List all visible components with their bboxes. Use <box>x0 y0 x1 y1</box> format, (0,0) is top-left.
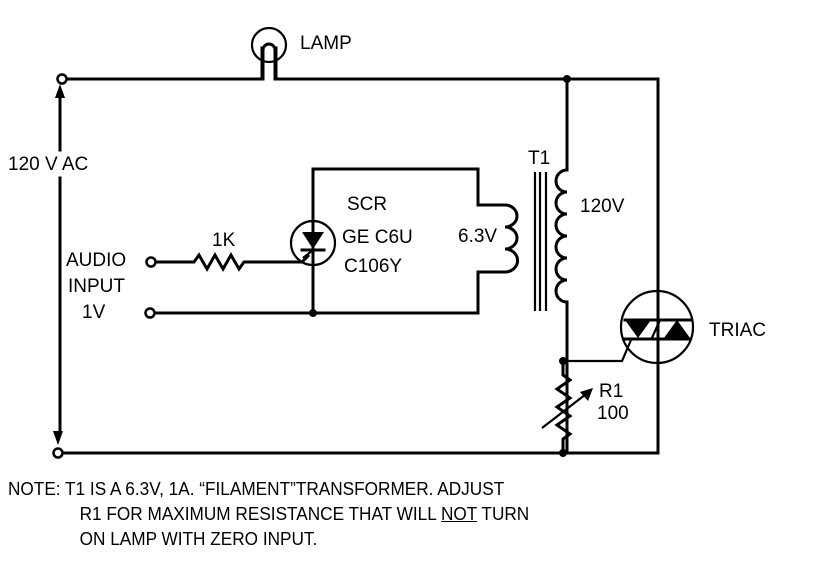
resistor-1k <box>154 251 311 273</box>
lamp-symbol <box>250 26 288 81</box>
audio-label-line2: INPUT <box>68 276 125 297</box>
note-line-3: ON LAMP WITH ZERO INPUT. <box>79 528 318 549</box>
lamp-label: LAMP <box>300 33 352 54</box>
note-emphasis: NOT <box>440 503 477 524</box>
audio-terminal-ground <box>144 307 156 319</box>
scr-symbol <box>289 219 337 267</box>
transformer-label: T1 <box>528 148 550 169</box>
scr-part-label-2: C106Y <box>344 256 402 277</box>
input-ground-wire <box>153 270 507 315</box>
junction-dot <box>563 75 571 83</box>
transformer-primary-coil <box>503 203 520 274</box>
resistor-1k-label: 1K <box>212 230 236 251</box>
r1-value-label: 100 <box>597 403 629 424</box>
variable-resistor-r1 <box>541 359 593 455</box>
triac-symbol <box>567 288 695 367</box>
transformer-secondary-coil <box>554 77 569 455</box>
supply-terminal-top <box>56 73 68 85</box>
scr-part-label-1: GE C6U <box>342 227 413 248</box>
audio-terminal-signal <box>145 256 157 268</box>
scr-loop-wire <box>311 167 507 315</box>
note-line-2-text: R1 FOR MAXIMUM RESISTANCE THAT WILL <box>79 503 441 524</box>
triac-label: TRIAC <box>709 320 766 341</box>
secondary-voltage-label: 120V <box>580 196 625 217</box>
note-line-2-tail: TURN <box>476 503 530 524</box>
supply-label: 120 V AC <box>8 154 88 175</box>
primary-voltage-label: 6.3V <box>458 226 497 247</box>
note-line-2: R1 FOR MAXIMUM RESISTANCE THAT WILL NOT … <box>8 501 530 526</box>
audio-label-line3: 1V <box>82 302 106 323</box>
audio-label-line1: AUDIO <box>66 250 126 271</box>
supply-terminal-bottom <box>52 447 64 459</box>
note-prefix: NOTE: <box>8 478 61 499</box>
note-line-1: T1 IS A 6.3V, 1A. “FILAMENT”TRANSFORMER.… <box>65 478 505 499</box>
circuit-note: NOTE: T1 IS A 6.3V, 1A. “FILAMENT”TRANSF… <box>8 476 529 551</box>
supply-voltage-arrow <box>53 84 65 445</box>
r1-name-label: R1 <box>599 381 623 402</box>
junction-dot <box>559 449 567 457</box>
transformer-core <box>533 172 548 311</box>
scr-title-label: SCR <box>347 194 387 215</box>
top-wire <box>64 46 660 455</box>
